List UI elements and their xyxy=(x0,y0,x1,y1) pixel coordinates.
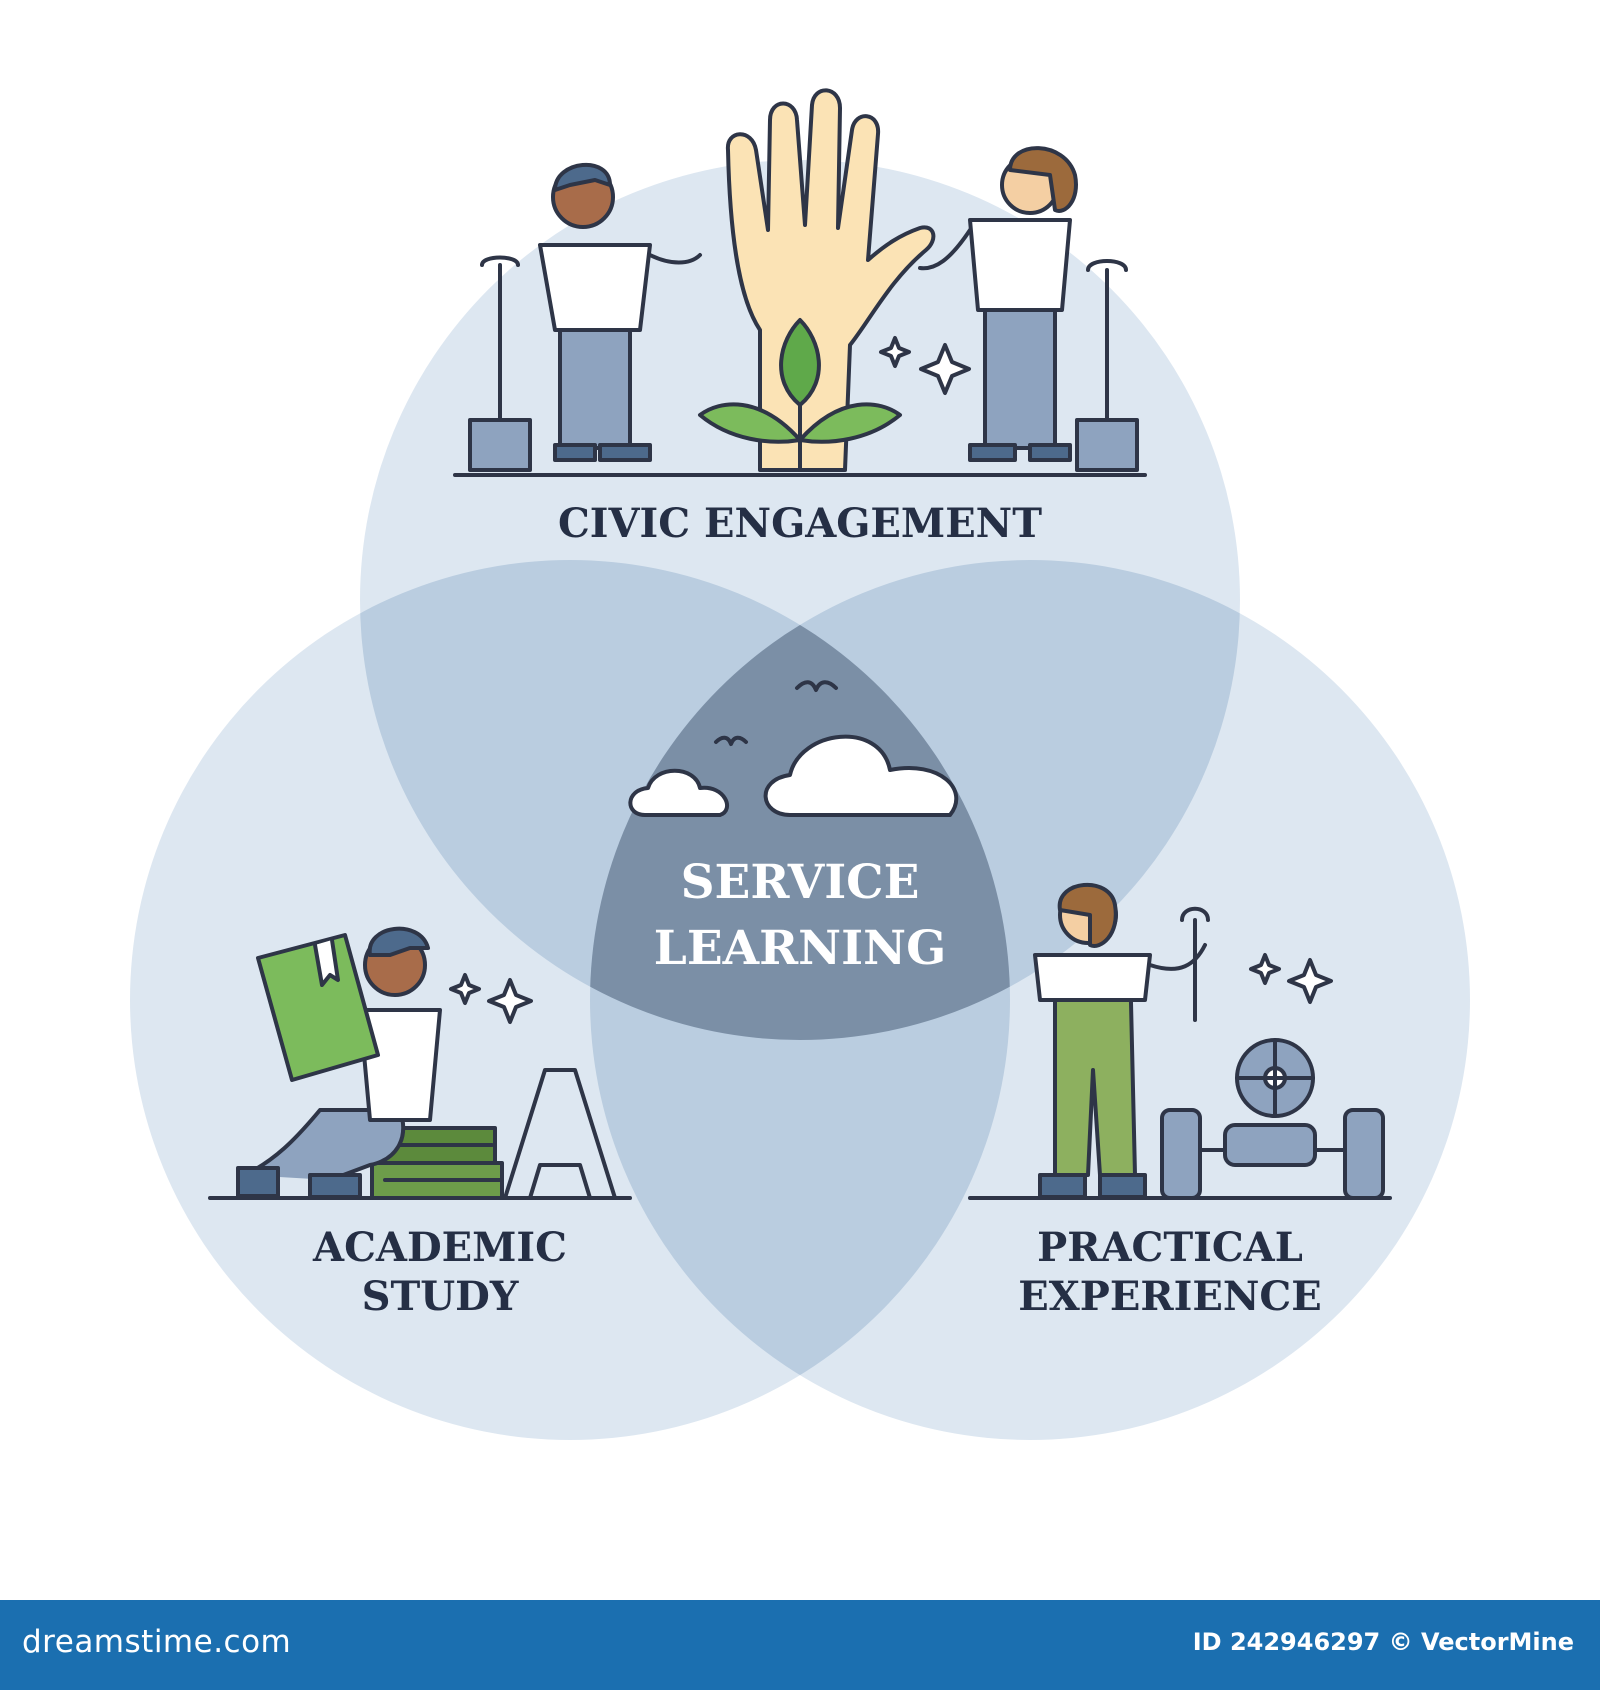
volunteers-hand-plant-icon xyxy=(453,88,1147,477)
footer-image-id: ID 242946297 © VectorMine xyxy=(1192,1628,1574,1656)
mechanic-engine-icon xyxy=(968,882,1392,1200)
student-books-icon xyxy=(208,926,632,1200)
practical-experience-label: PRACTICAL EXPERIENCE xyxy=(960,1224,1380,1322)
academic-study-label-line-2: STUDY xyxy=(361,1272,519,1320)
service-learning-label-line-2: LEARNING xyxy=(653,920,947,976)
academic-study-label: ACADEMIC STUDY xyxy=(230,1224,650,1322)
service-learning-label-line-1: SERVICE xyxy=(680,855,920,910)
stock-footer-bar: dreamstime.com ID 242946297 © VectorMine xyxy=(0,1600,1600,1690)
civic-engagement-label: CIVIC ENGAGEMENT xyxy=(500,500,1100,549)
practical-experience-label-line-1: PRACTICAL xyxy=(1037,1224,1303,1271)
academic-study-label-line-1: ACADEMIC xyxy=(313,1224,567,1271)
venn-circles xyxy=(130,88,1470,1440)
practical-experience-label-line-2: EXPERIENCE xyxy=(1018,1272,1322,1320)
service-learning-label: SERVICE LEARNING xyxy=(600,850,1000,982)
civic-engagement-label-line: CIVIC ENGAGEMENT xyxy=(557,500,1043,547)
footer-brand-link[interactable]: dreamstime.com xyxy=(22,1624,292,1660)
clouds-birds-icon xyxy=(628,680,959,817)
